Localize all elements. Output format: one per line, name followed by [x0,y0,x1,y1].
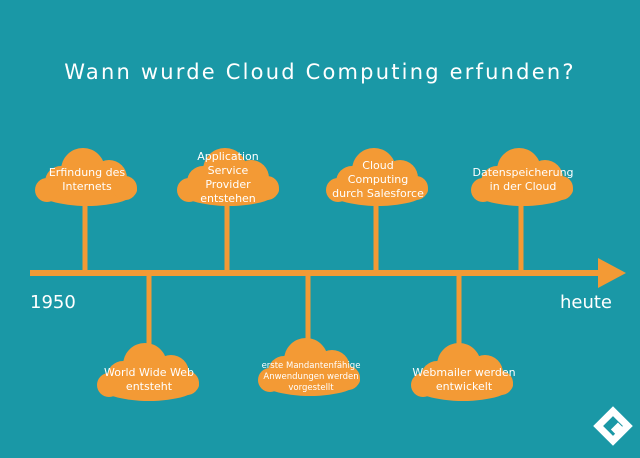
event-label-top-3: Cloud Computing durch Salesforce [332,159,424,200]
event-label-top-1: Erfindung des Internets [48,166,126,193]
event-label-bottom-1: World Wide Web entsteht [104,366,194,393]
timeline-arrowhead [598,258,626,288]
event-label-top-2: Application Service Provider entstehen [197,150,259,205]
event-label-top-4: Datenspeicherung in der Cloud [472,166,574,193]
page-title: Wann wurde Cloud Computing erfunden? [64,60,576,84]
timeline-end-label: heute [559,292,612,313]
timeline-start-label: 1950 [30,292,76,313]
diamond-logo-icon [593,406,633,446]
event-label-bottom-2: erste Mandantenfähige Anwendungen werden… [261,360,361,393]
event-label-bottom-3: Webmailer werden entwickelt [412,366,516,393]
